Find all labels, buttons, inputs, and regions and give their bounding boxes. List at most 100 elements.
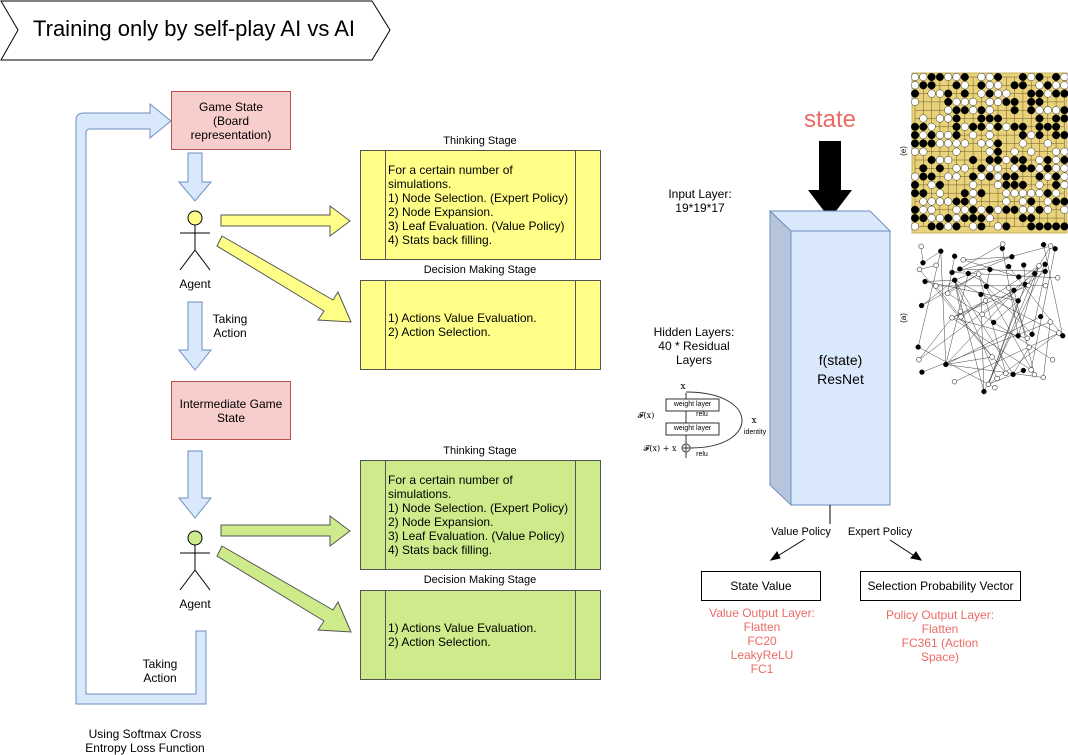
tree-node	[990, 319, 997, 326]
tree-node	[918, 302, 925, 309]
tree-edge	[954, 280, 961, 312]
go-stone	[1010, 122, 1019, 131]
go-stone	[952, 106, 961, 115]
tree-edge	[945, 356, 993, 365]
tree-node	[1042, 261, 1048, 267]
go-stone	[1052, 197, 1061, 206]
tree-edge	[922, 251, 941, 264]
go-stone	[994, 172, 1003, 181]
go-stone	[960, 205, 969, 214]
go-stone	[1043, 81, 1052, 90]
game-state-box: Game State (Board representation)	[171, 91, 291, 150]
go-stone	[1018, 189, 1027, 198]
residual-fx-plus-x: 𝓕(x) + x	[643, 444, 677, 453]
tree-node	[987, 266, 993, 273]
go-stone	[1035, 164, 1044, 173]
go-stone	[969, 172, 978, 181]
tree-edge	[945, 364, 1044, 378]
tree-node	[958, 314, 964, 320]
tree-edge	[951, 245, 1051, 273]
go-stone	[1035, 114, 1044, 123]
tree-node	[960, 257, 966, 263]
go-stone	[969, 155, 978, 164]
down-arrow-1	[177, 152, 213, 202]
tree-edge	[921, 273, 979, 306]
go-stone	[911, 180, 920, 189]
go-stone	[1010, 164, 1019, 173]
banner-shape	[0, 0, 391, 61]
decision-stage-box-1: 1) Actions Value Evaluation.2) Action Se…	[360, 280, 601, 370]
go-stone	[1035, 97, 1044, 106]
go-stone	[985, 155, 994, 164]
go-stone	[919, 189, 928, 198]
go-stone	[969, 180, 978, 189]
go-stone	[1018, 197, 1027, 206]
go-stone	[935, 214, 944, 223]
go-stone	[1052, 72, 1061, 81]
go-stone	[935, 155, 944, 164]
go-stone	[952, 222, 961, 231]
go-stone	[952, 214, 961, 223]
go-stone	[1052, 155, 1061, 164]
tree-node	[1026, 344, 1032, 350]
go-stone	[935, 180, 944, 189]
go-stone	[919, 139, 928, 148]
tree-node	[1000, 241, 1006, 247]
go-stone	[985, 147, 994, 156]
tree-node	[1032, 271, 1038, 277]
go-stone	[1010, 180, 1019, 189]
tree-node	[1006, 263, 1012, 270]
tree-node	[1040, 241, 1047, 248]
tree-node	[981, 388, 987, 395]
go-stone	[927, 197, 936, 206]
go-stone	[1052, 131, 1061, 140]
go-stone	[977, 189, 986, 198]
tree-node	[1016, 274, 1022, 280]
tree-edge	[924, 281, 1019, 302]
go-stone	[1010, 172, 1019, 181]
go-stone	[919, 197, 928, 206]
go-stone	[944, 139, 953, 148]
value-output-layer: Value Output Layer: Flatten FC20 LeakyRe…	[709, 606, 815, 676]
stage-line: simulations.	[388, 487, 452, 501]
go-stone	[1035, 122, 1044, 131]
tree-edge	[954, 332, 1059, 382]
tree-edge	[919, 265, 937, 270]
go-stone	[935, 131, 944, 140]
go-stone	[1027, 205, 1036, 214]
selection-vector-box: Selection Probability Vector	[860, 571, 1021, 601]
go-stone	[977, 81, 986, 90]
go-stone	[994, 164, 1003, 173]
go-stone	[985, 205, 994, 214]
agent-2-icon	[179, 530, 211, 591]
go-stone	[944, 172, 953, 181]
tree-node	[1024, 335, 1030, 341]
intermediate-state-box: Intermediate Game State	[171, 381, 291, 440]
go-stone	[1052, 106, 1061, 115]
go-stone	[1052, 180, 1061, 189]
tree-node	[1025, 282, 1032, 289]
tree-node	[1047, 243, 1054, 249]
go-stone	[1043, 205, 1052, 214]
go-stone	[1002, 197, 1011, 206]
tree-node	[916, 357, 922, 363]
go-stone	[1002, 189, 1011, 198]
go-stone	[952, 131, 961, 140]
go-stone	[985, 214, 994, 223]
tree-edge	[954, 256, 1012, 281]
go-stone	[919, 164, 928, 173]
go-stone	[1018, 164, 1027, 173]
go-stone	[927, 205, 936, 214]
go-stone	[919, 131, 928, 140]
tree-edge	[951, 317, 1028, 339]
tree-edge	[919, 269, 993, 358]
stage-line: 1) Actions Value Evaluation.	[388, 311, 537, 325]
stage-line: 2) Node Expansion.	[388, 515, 494, 529]
go-stone	[1010, 205, 1019, 214]
decision-stage-text-1: 1) Actions Value Evaluation.2) Action Se…	[388, 281, 573, 369]
go-stone	[1010, 147, 1019, 156]
go-stone	[952, 205, 961, 214]
go-stone	[1043, 139, 1052, 148]
